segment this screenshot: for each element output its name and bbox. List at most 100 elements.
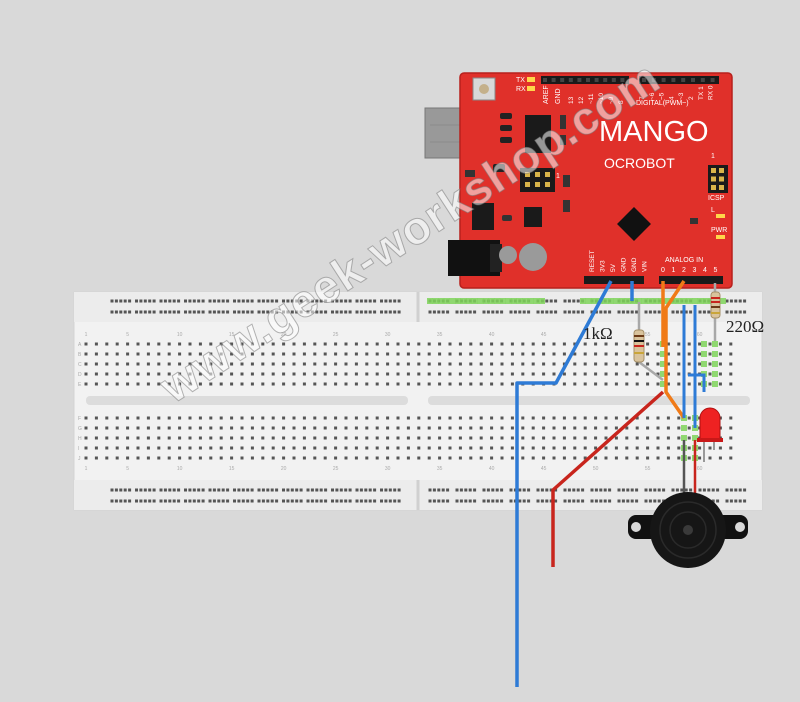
breadboard-hole	[656, 382, 660, 386]
breadboard-hole	[292, 446, 296, 450]
rail-hole	[192, 488, 196, 492]
breadboard-hole	[198, 352, 202, 356]
breadboard-hole	[188, 352, 192, 356]
rail-hole	[237, 488, 241, 492]
breadboard-hole	[729, 352, 733, 356]
breadboard-hole	[656, 372, 660, 376]
rail-hole	[290, 299, 294, 303]
breadboard-hole	[646, 362, 650, 366]
digital-pin-label: 8	[618, 100, 625, 104]
rail-hole	[657, 488, 661, 492]
breadboard-hole	[583, 446, 587, 450]
breadboard-hole	[687, 456, 691, 460]
rail-hole	[446, 310, 450, 314]
rail-hole	[286, 310, 290, 314]
breadboard-hole	[438, 416, 442, 420]
rail-hole	[233, 310, 236, 314]
breadboard-hole	[656, 352, 660, 356]
header-hole	[543, 78, 547, 82]
connected-hole	[488, 298, 495, 304]
breadboard-hole	[625, 416, 629, 420]
rail-hole	[163, 299, 167, 303]
center-channel-left	[86, 396, 408, 405]
breadboard-hole	[188, 446, 192, 450]
rail-hole	[675, 488, 679, 492]
column-number: 20	[281, 332, 287, 338]
breadboard-hole	[448, 372, 452, 376]
breadboard-hole	[261, 436, 265, 440]
breadboard-hole	[167, 352, 171, 356]
breadboard-hole	[646, 456, 650, 460]
breadboard-hole	[386, 446, 390, 450]
breadboard-hole	[469, 352, 473, 356]
rail-hole	[168, 499, 172, 503]
breadboard-hole	[334, 342, 338, 346]
pwr-led	[716, 235, 725, 239]
breadboard-hole	[427, 362, 431, 366]
breadboard-hole	[271, 342, 275, 346]
breadboard-hole	[167, 436, 171, 440]
breadboard-hole	[157, 372, 161, 376]
breadboard-hole	[666, 342, 670, 346]
icsp-pin	[711, 168, 716, 173]
rail-hole	[197, 310, 201, 314]
breadboard-hole	[302, 342, 306, 346]
breadboard-hole	[84, 446, 88, 450]
rail-hole	[473, 499, 477, 503]
rail-hole	[455, 310, 459, 314]
breadboard-hole	[438, 456, 442, 460]
rail-hole	[702, 310, 706, 314]
column-number: 1	[85, 332, 88, 338]
usb-chip	[525, 115, 551, 153]
breadboard-hole	[344, 372, 348, 376]
breadboard-hole	[271, 382, 275, 386]
breadboard-hole	[448, 456, 452, 460]
breadboard-hole	[365, 372, 369, 376]
rail-hole	[257, 310, 261, 314]
connected-hole	[675, 298, 682, 304]
analog-pin-label: 2	[682, 267, 686, 274]
connected-hole	[692, 298, 698, 304]
rail-hole	[388, 310, 392, 314]
rail-hole	[257, 499, 261, 503]
breadboard-hole	[573, 372, 577, 376]
rail-hole	[549, 310, 553, 314]
rail-hole	[237, 310, 241, 314]
rail-hole	[295, 488, 299, 492]
breadboard-hole	[469, 446, 473, 450]
rail-hole	[734, 310, 738, 314]
breadboard-hole	[240, 446, 244, 450]
rail-hole	[729, 499, 733, 503]
breadboard-hole	[594, 456, 598, 460]
column-number: 40	[489, 466, 495, 472]
rail-hole	[464, 499, 468, 503]
breadboard-hole	[146, 456, 150, 460]
rail-hole	[576, 310, 580, 314]
breadboard-hole	[126, 382, 130, 386]
breadboard-hole	[178, 372, 182, 376]
icsp-pin1-label: 1	[556, 173, 560, 180]
rail-hole	[355, 488, 359, 492]
rail-hole	[567, 299, 571, 303]
power-pin-label: RESET	[589, 250, 596, 272]
breadboard-hole	[718, 446, 722, 450]
header-hole	[651, 78, 656, 82]
breadboard-hole	[562, 416, 566, 420]
breadboard-hole	[604, 456, 608, 460]
breadboard-hole	[510, 352, 514, 356]
breadboard-hole	[583, 342, 587, 346]
rail-hole	[671, 488, 675, 492]
rail-hole	[335, 299, 339, 303]
breadboard-hole	[375, 362, 379, 366]
connected-hole	[477, 298, 484, 304]
rail-hole	[201, 499, 205, 503]
rail-hole	[197, 488, 201, 492]
breadboard-hole	[438, 372, 442, 376]
rail-hole	[152, 299, 156, 303]
breadboard-hole	[313, 342, 317, 346]
breadboard-hole	[417, 436, 421, 440]
rail-hole	[168, 488, 172, 492]
breadboard-hole	[230, 352, 234, 356]
breadboard-hole	[386, 436, 390, 440]
rail-hole	[348, 299, 352, 303]
